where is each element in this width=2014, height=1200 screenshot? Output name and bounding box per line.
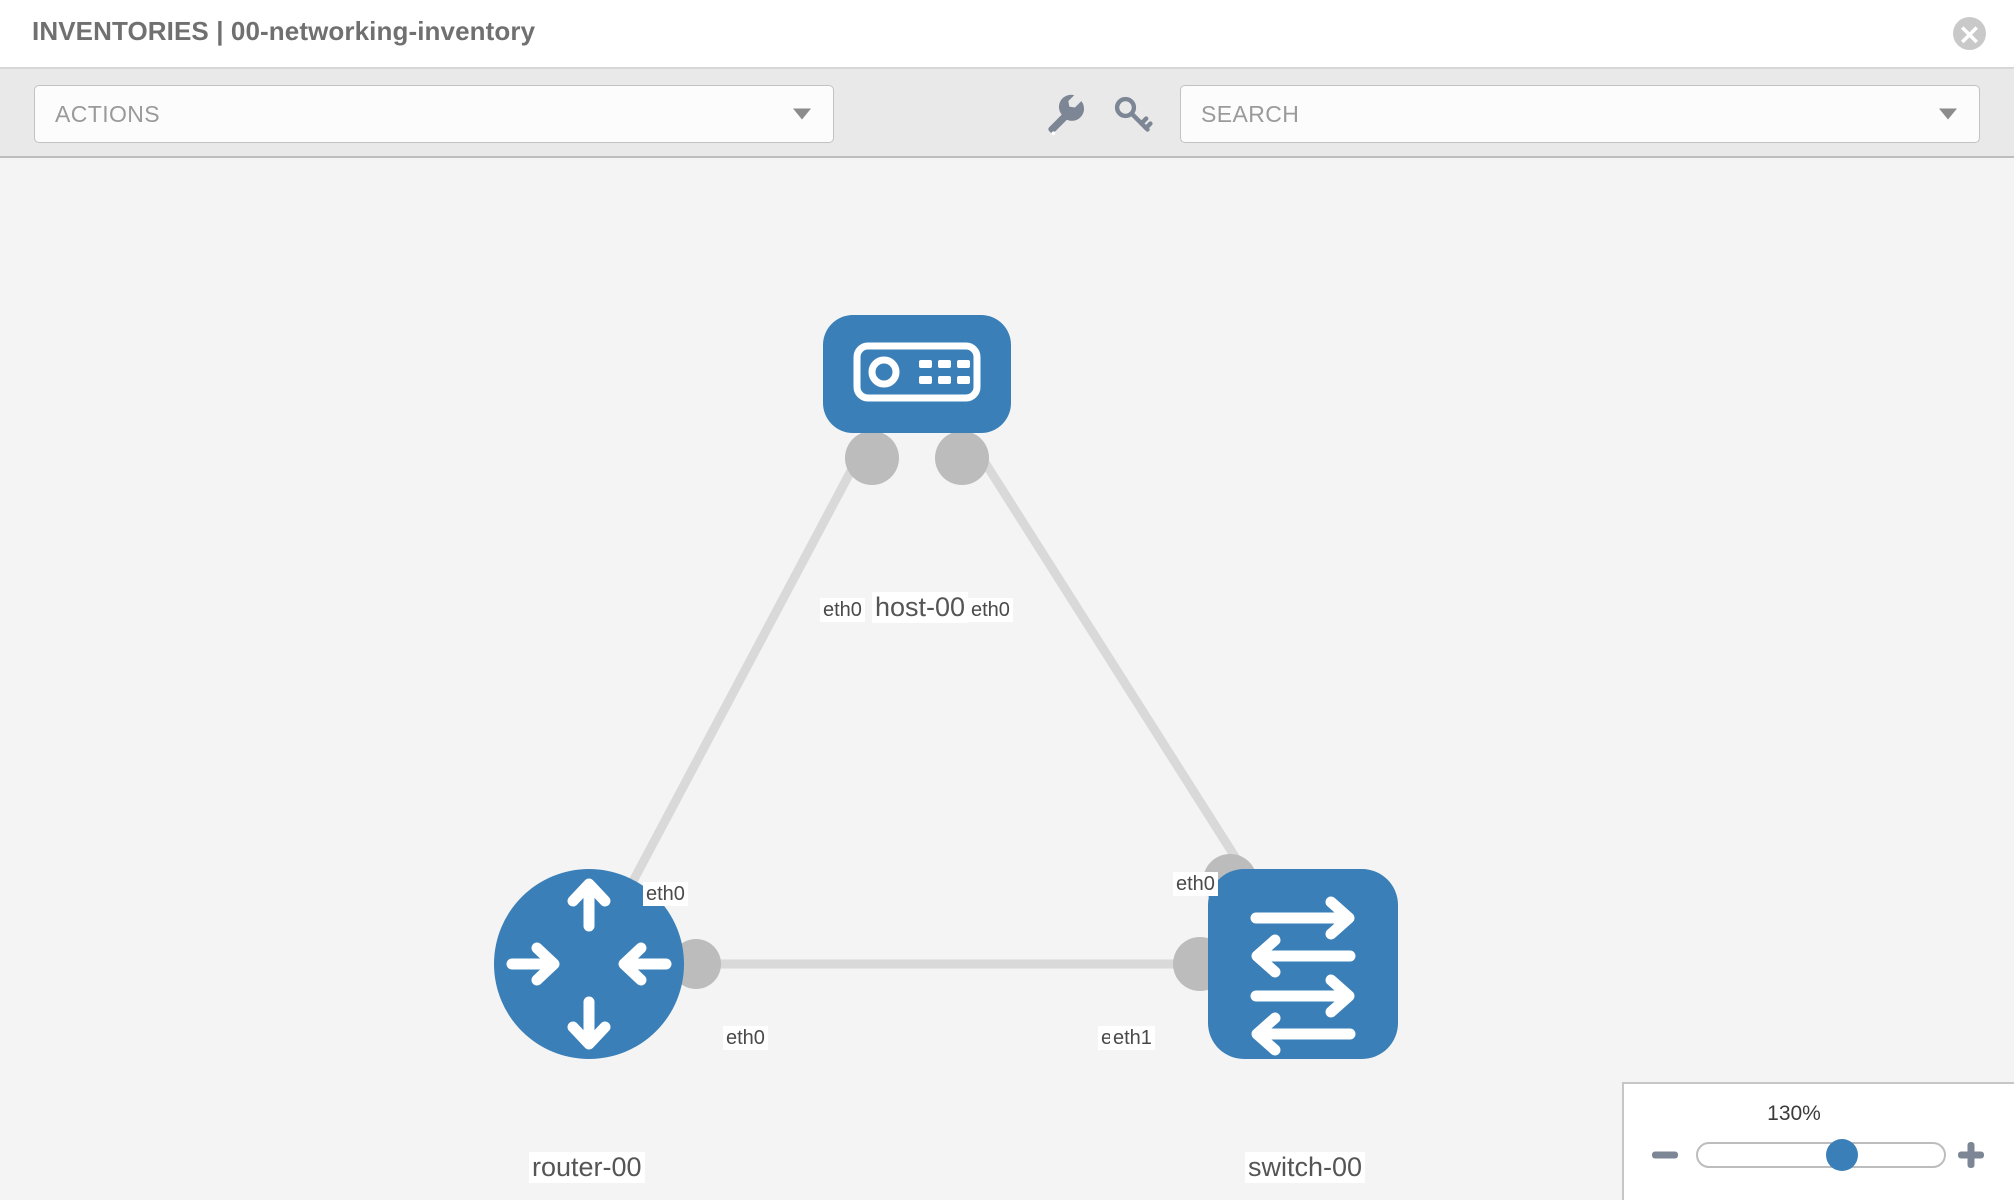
- minus-icon[interactable]: [1648, 1138, 1682, 1172]
- search-input[interactable]: [1201, 86, 1921, 142]
- plus-icon[interactable]: [1954, 1138, 1988, 1172]
- iface-label: eth0: [723, 1026, 768, 1050]
- actions-dropdown-label: ACTIONS: [55, 101, 161, 127]
- topology-node-router-00: [494, 869, 684, 1059]
- search-field[interactable]: [1180, 85, 1980, 143]
- iface-label: eth0: [1173, 872, 1218, 896]
- zoom-control-panel: 130%: [1622, 1082, 2014, 1200]
- zoom-slider[interactable]: [1696, 1139, 1946, 1171]
- node-label-switch-00: switch-00: [1245, 1152, 1366, 1183]
- server-icon: [853, 342, 981, 402]
- zoom-percent-label: 130%: [1767, 1102, 1821, 1125]
- page-title: INVENTORIES | 00-networking-inventory: [32, 16, 536, 46]
- topology-node-host-00: [823, 315, 1011, 433]
- iface-label: eth0: [643, 882, 688, 906]
- topology-canvas[interactable]: eth0 eth0 eth0 eth0 eth0 eth eth1 host-0…: [0, 158, 2014, 1200]
- iface-label: eth0: [968, 598, 1013, 622]
- page-header: INVENTORIES | 00-networking-inventory: [0, 0, 2014, 69]
- actions-dropdown[interactable]: ACTIONS: [34, 85, 834, 143]
- close-icon[interactable]: [1953, 17, 1986, 50]
- iface-label: eth1: [1110, 1026, 1155, 1050]
- chevron-down-icon: [793, 108, 811, 120]
- node-label-host-00: host-00: [872, 592, 969, 623]
- router-arrows-icon: [506, 878, 672, 1050]
- topology-node-switch-00: [1208, 869, 1398, 1059]
- iface-label: eth0: [820, 598, 865, 622]
- key-icon[interactable]: [1110, 92, 1156, 138]
- topology-connectors: [671, 431, 1257, 991]
- switch-arrows-icon: [1250, 896, 1356, 1056]
- node-label-router-00: router-00: [529, 1152, 645, 1183]
- zoom-slider-thumb[interactable]: [1826, 1139, 1859, 1171]
- wrench-icon[interactable]: [1042, 92, 1088, 138]
- chevron-down-icon[interactable]: [1939, 108, 1957, 120]
